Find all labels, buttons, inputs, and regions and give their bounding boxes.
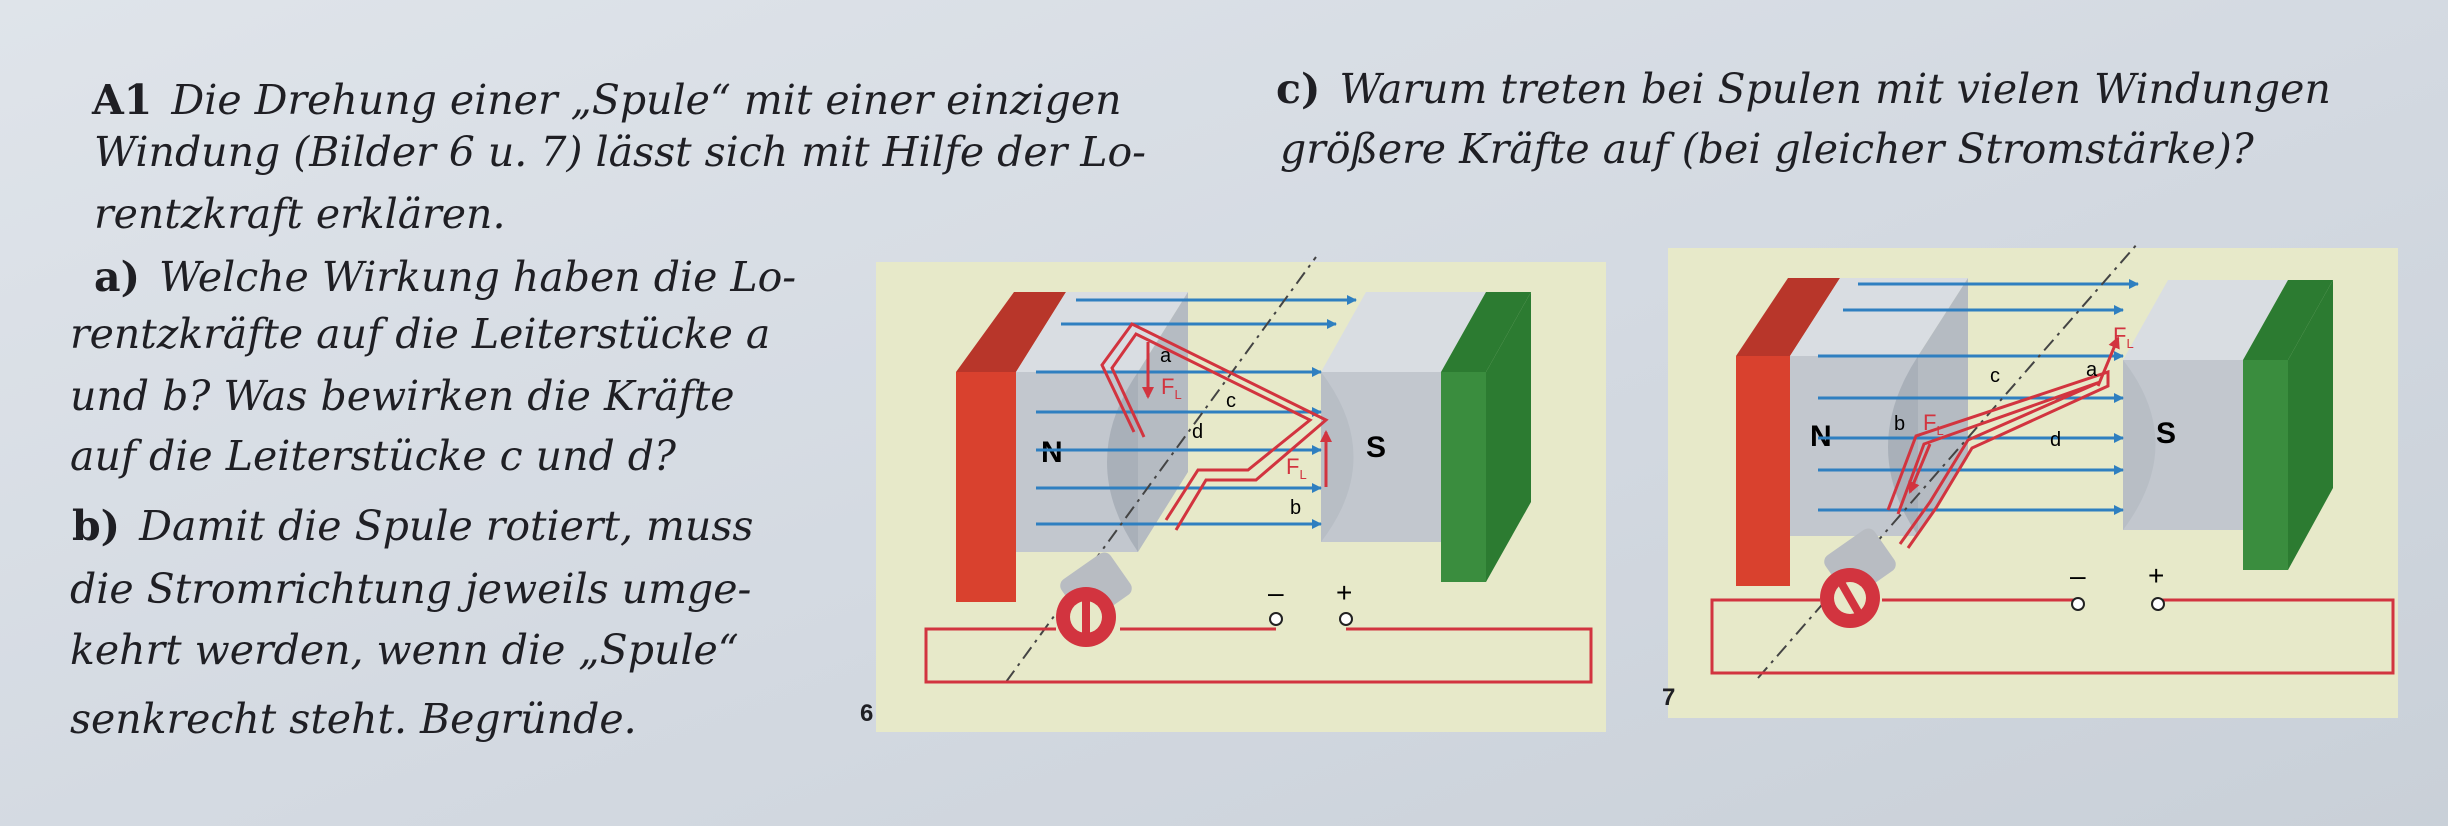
commutator [1820, 528, 1896, 628]
figure-7-force-label-bottom: FL [1923, 410, 1944, 438]
figure-7-number: 7 [1662, 684, 1676, 711]
force-subscript: L [1299, 467, 1306, 482]
plus-sign: + [1336, 577, 1352, 608]
force-arrow-b [1908, 443, 1932, 494]
figure-6-label-d: d [1192, 421, 1203, 443]
figure-7-label-b: b [1894, 413, 1905, 435]
part-c-label: c) [1276, 65, 1321, 113]
coil-loop [1100, 322, 1329, 531]
figure-6-force-label-bottom: FL [1286, 454, 1307, 482]
force-subscript: L [1936, 423, 1943, 438]
a1-text-1: Die Drehung einer „Spule“ mit einer einz… [171, 76, 1122, 124]
north-magnet [1736, 278, 1968, 586]
part-a-text-1: Welche Wirkung haben die Lo- [159, 253, 797, 301]
part-b-line-1: b) Damit die Spule rotiert, muss [72, 503, 753, 550]
force-subscript: L [2126, 336, 2133, 351]
figure-6-south-label: S [1366, 431, 1386, 464]
force-symbol: F [1923, 410, 1936, 435]
part-a-label: a) [94, 253, 140, 301]
magnetic-field-lines [1036, 295, 1357, 529]
a1-line-2: Windung (Bilder 6 u. 7) lässt sich mit H… [94, 128, 1147, 176]
figure-6-diagram: N S a b c d FL FL [924, 256, 1593, 684]
figure-7-label-a: a [2086, 359, 2098, 381]
figure-6-label-b: b [1290, 497, 1301, 519]
coil-loop [1886, 369, 2110, 549]
minus-sign: – [2070, 560, 2086, 591]
figure-7-force-label-top: FL [2113, 323, 2134, 351]
terminal-plus [1339, 612, 1353, 626]
north-magnet [956, 292, 1188, 602]
figure-6-north-label: N [1041, 436, 1063, 469]
plus-sign: + [2148, 560, 2164, 591]
figure-7-label-d: d [2050, 429, 2061, 451]
figure-6-number: 6 [860, 700, 874, 727]
part-a-line-1: a) Welche Wirkung haben die Lo- [94, 254, 796, 301]
part-a-line-2: rentzkräfte auf die Leiterstücke a [70, 310, 771, 358]
a1-line-3: rentzkraft erklären. [94, 190, 506, 238]
circuit-wire [924, 627, 1593, 684]
terminal-minus [2071, 597, 2085, 611]
part-c-text-1: Warum treten bei Spulen mit vielen Windu… [1339, 65, 2331, 113]
figure-7-diagram: N S a b c d FL FL – + [1710, 242, 2395, 679]
figure-7-south-label: S [2156, 417, 2176, 450]
part-b-line-2: die Stromrichtung jeweils umge- [70, 565, 752, 613]
part-b-line-3: kehrt werden, wenn die „Spule“ [70, 626, 739, 674]
part-b-line-4: senkrecht steht. Begründe. [70, 695, 637, 743]
force-arrow-a [2096, 336, 2120, 387]
figure-6-label-c: c [1226, 390, 1236, 412]
force-symbol: F [1286, 454, 1299, 479]
task-label-a1: A1 [92, 76, 153, 124]
force-symbol: F [2113, 323, 2126, 348]
figure-6-force-label-top: FL [1161, 374, 1182, 402]
part-b-text-1: Damit die Spule rotiert, muss [139, 502, 754, 550]
minus-sign: – [1268, 577, 1284, 608]
part-c-line-1: c) Warum treten bei Spulen mit vielen Wi… [1276, 66, 2331, 113]
part-a-line-3: und b? Was bewirken die Kräfte [70, 372, 735, 420]
commutator [1056, 552, 1132, 647]
magnetic-field-lines [1818, 279, 2139, 515]
south-magnet [2123, 280, 2333, 570]
part-c-line-2: größere Kräfte auf (bei gleicher Stromst… [1280, 125, 2254, 173]
circuit-wire [1710, 598, 2395, 675]
force-symbol: F [1161, 374, 1174, 399]
terminal-plus [2151, 597, 2165, 611]
part-b-label: b) [72, 502, 121, 550]
south-magnet [1321, 292, 1531, 582]
figure-7-label-c: c [1990, 365, 2000, 387]
a1-line-1: A1 Die Drehung einer „Spule“ mit einer e… [92, 77, 1122, 124]
force-subscript: L [1174, 387, 1181, 402]
terminal-minus [1269, 612, 1283, 626]
part-a-line-4: auf die Leiterstücke c und d? [70, 432, 676, 480]
figure-6-label-a: a [1160, 345, 1172, 367]
